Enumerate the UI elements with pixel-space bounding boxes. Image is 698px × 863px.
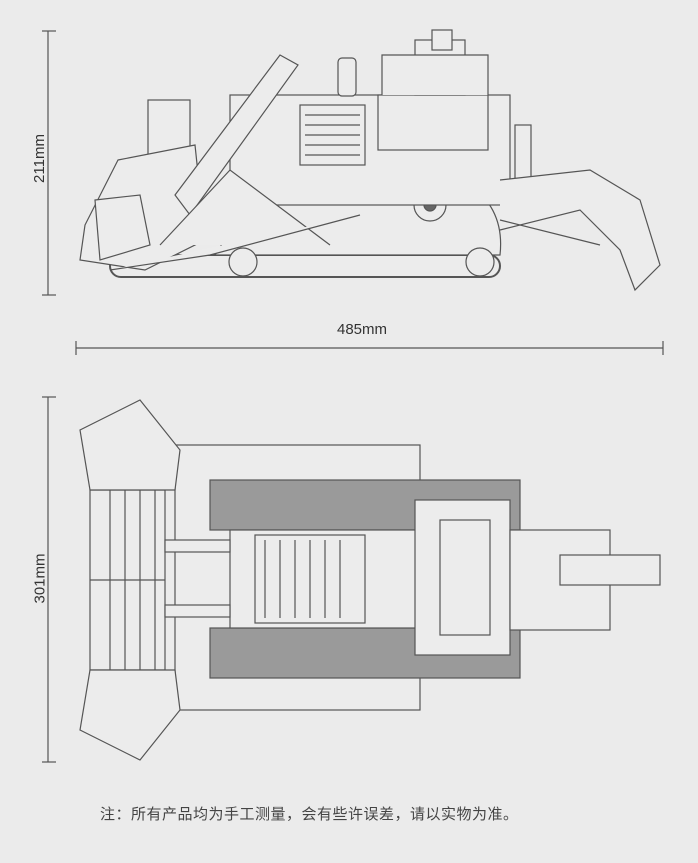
- bulldozer-side-view: [79, 29, 661, 292]
- bulldozer-top-view: [79, 399, 661, 761]
- length-label: 485mm: [337, 321, 388, 338]
- height-label: 211mm: [30, 134, 48, 183]
- height-dimension-line: [42, 30, 56, 296]
- measurement-note: 注：所有产品均为手工测量，会有些许误差，请以实物为准。: [100, 805, 519, 823]
- width-dimension-line: [42, 396, 56, 763]
- width-label: 301mm: [31, 553, 49, 604]
- length-dimension-line: [75, 341, 664, 355]
